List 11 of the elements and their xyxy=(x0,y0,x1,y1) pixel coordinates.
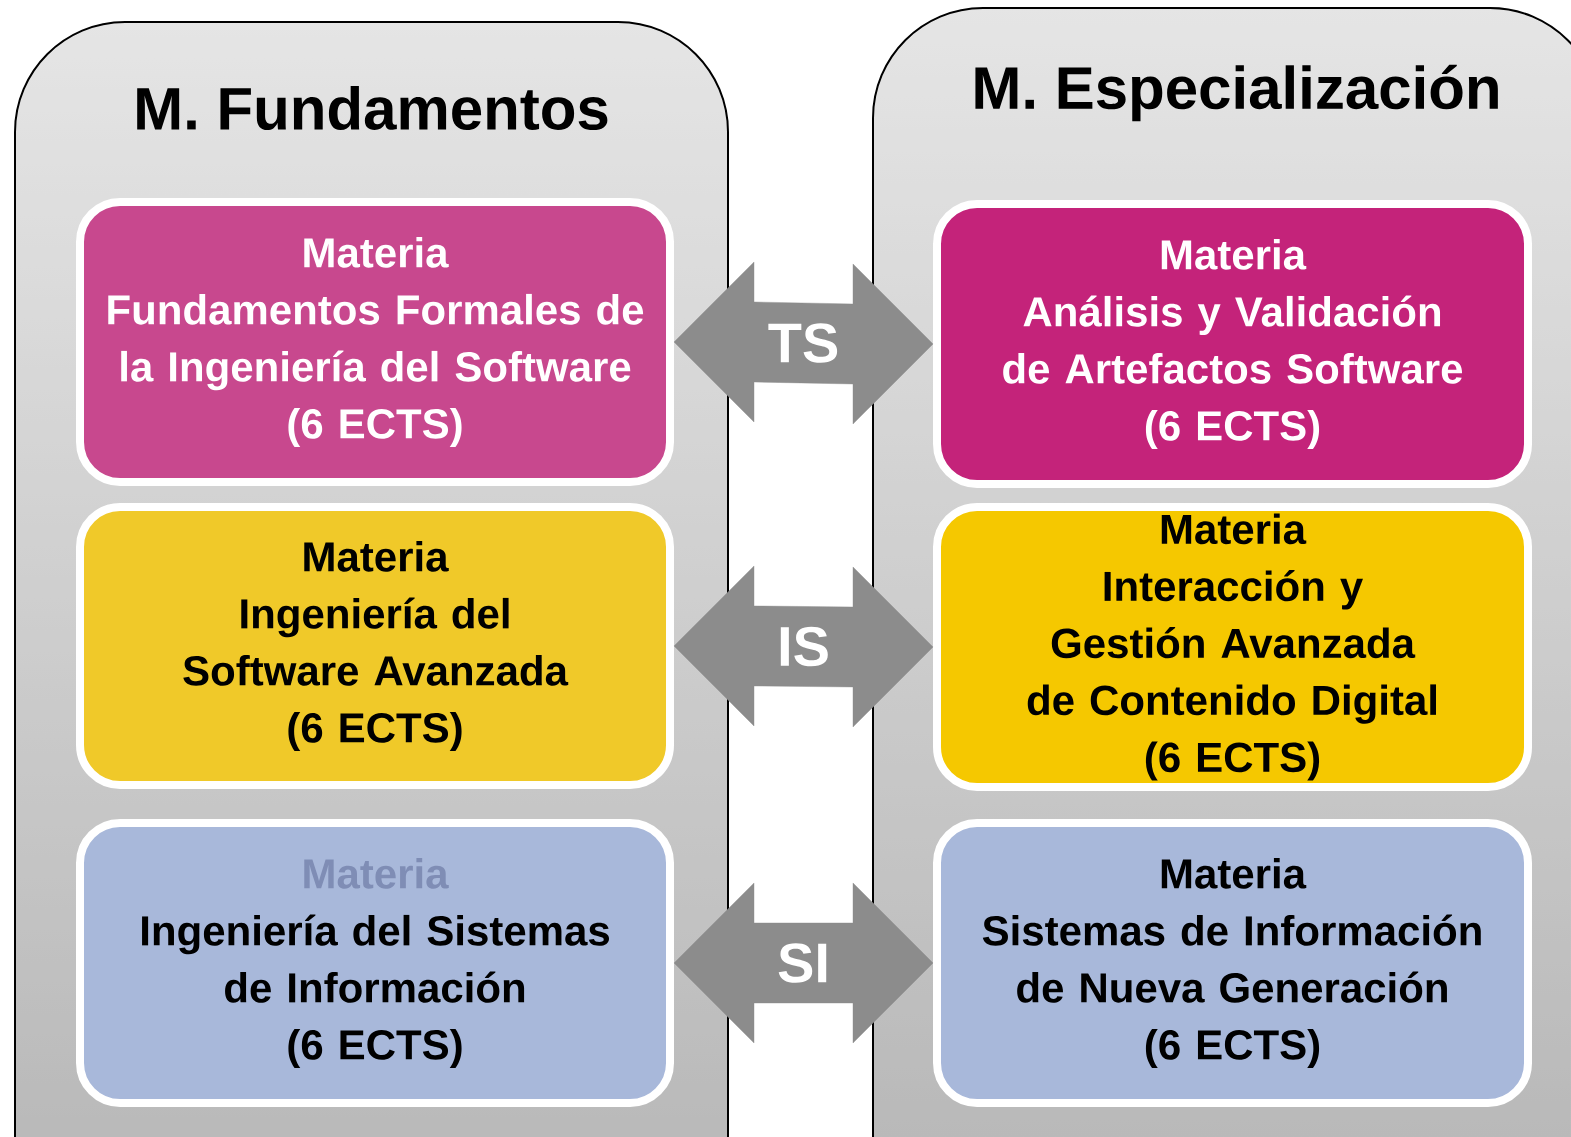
subject-box: Materia Fundamentos Formales de la Ingeniería del Software (6 ECTS) xyxy=(76,198,674,486)
double-arrow xyxy=(673,261,934,425)
subject-box: Materia Ingeniería del Software Avanzada (6 ECTS) xyxy=(76,503,674,789)
subject-box: Materia Análisis y Validación de Artefactos Software (6 ECTS) xyxy=(933,200,1532,488)
double-arrow xyxy=(673,882,934,1044)
double-arrow xyxy=(673,565,934,728)
subject-box: Materia Interacción y Gestión Avanzada de Contenido Digital (6 ECTS) xyxy=(933,503,1532,791)
subject-box: Materia Sistemas de Información de Nueva Generación (6 ECTS) xyxy=(933,819,1532,1107)
edge-label: SI xyxy=(778,943,827,983)
edge-label: IS xyxy=(780,626,828,667)
edge-label: TS xyxy=(768,323,838,363)
